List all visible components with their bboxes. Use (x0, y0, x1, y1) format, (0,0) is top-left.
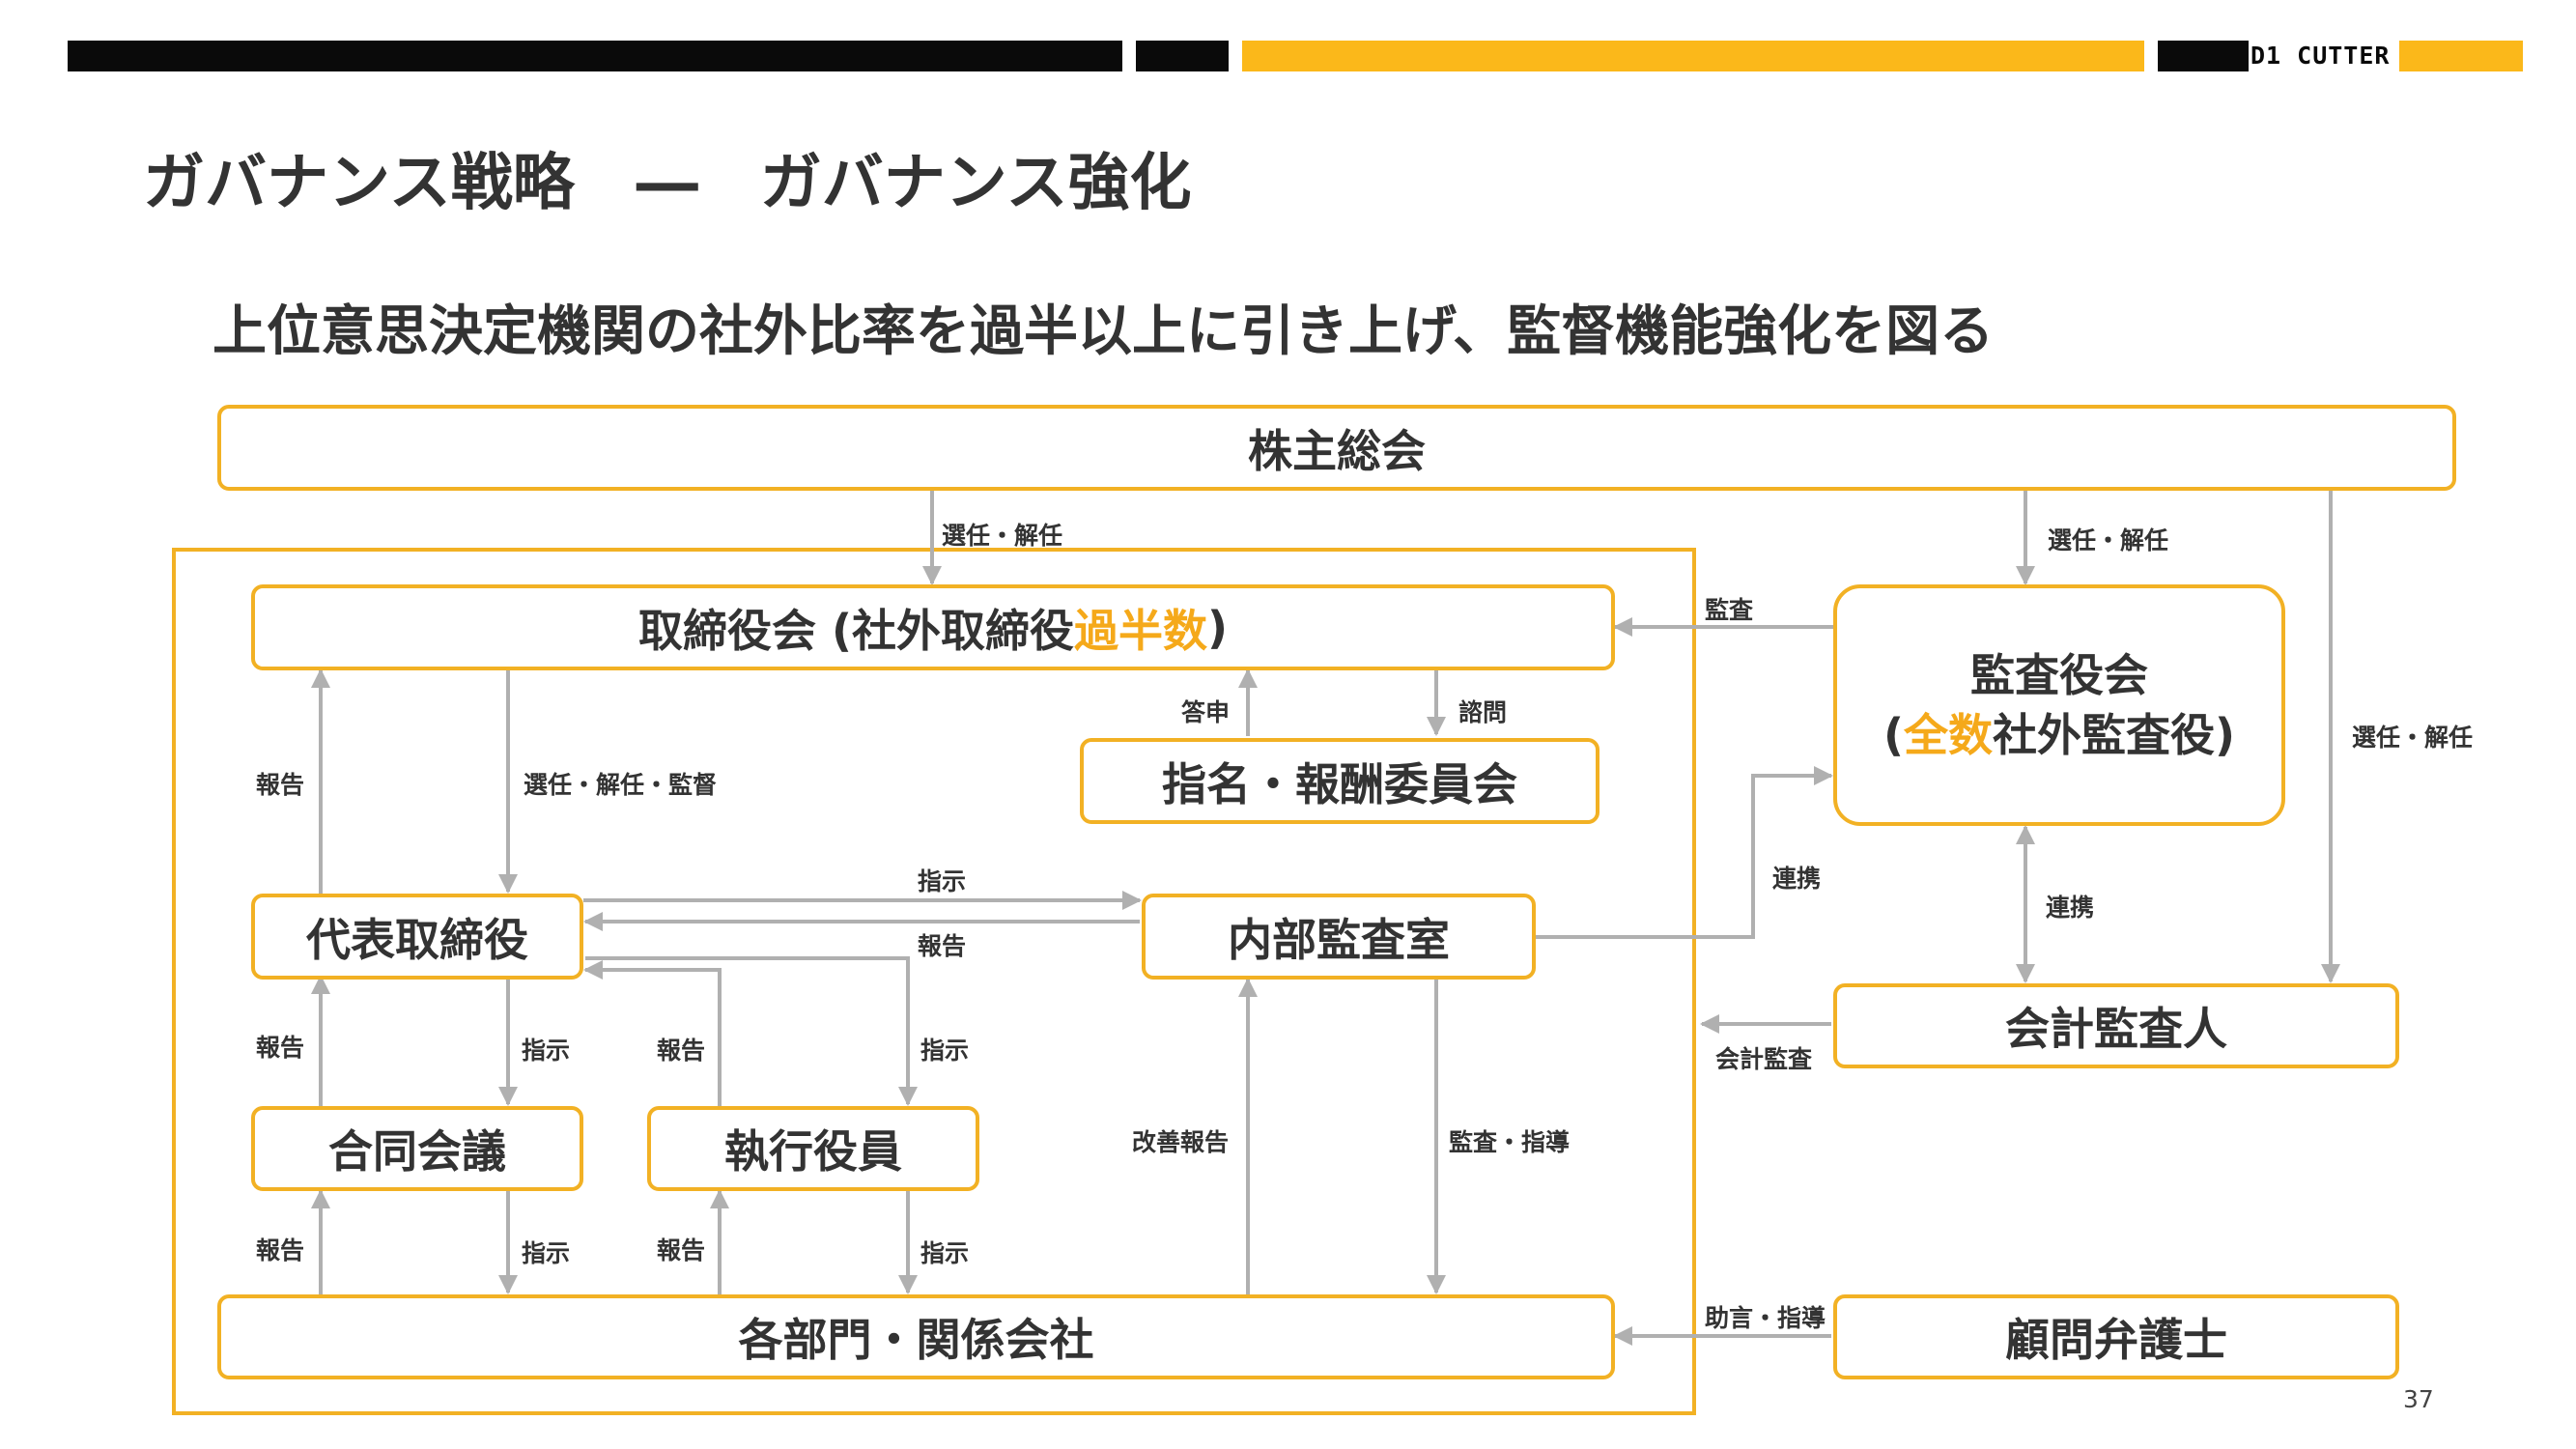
label-consult: 諮問 (1458, 698, 1508, 726)
label-elect-dismiss-supervise: 選任・解任・監督 (524, 771, 718, 799)
node-legal-counsel: 顧問弁護士 (1833, 1294, 2399, 1379)
node-officers: 執行役員 (647, 1106, 979, 1191)
header-bar-black-1 (68, 41, 1122, 71)
arrow-officers-ceo (583, 960, 722, 1106)
label-audit-guidance: 監査・指導 (1449, 1128, 1571, 1156)
auditors-line2: (全数社外監査役) (1882, 709, 2236, 761)
label-report-internal: 報告 (918, 932, 967, 960)
label-instruct-dept-officers: 指示 (920, 1239, 970, 1267)
node-joint-meeting: 合同会議 (251, 1106, 583, 1191)
label-coop-accounting: 連携 (2046, 894, 2095, 922)
header-bar-black-2 (1136, 41, 1229, 71)
label-elect-dismiss-accounting: 選任・解任 (2352, 724, 2474, 752)
label-elect-dismiss-board: 選任・解任 (942, 522, 1063, 550)
arrow-internal-auditors (1536, 766, 1833, 939)
label-report-dept-joint: 報告 (256, 1236, 305, 1264)
node-board: 取締役会 (社外取締役過半数) (251, 584, 1615, 670)
label-report-dept-officers: 報告 (657, 1236, 706, 1264)
label-accounting-audit: 会計監査 (1715, 1045, 1813, 1073)
label-instruct-joint: 指示 (522, 1037, 571, 1065)
node-nomination-committee: 指名・報酬委員会 (1080, 738, 1599, 824)
auditors-highlight: 全数 (1904, 709, 1993, 761)
node-departments: 各部門・関係会社 (217, 1294, 1615, 1379)
header-bar-gold-2 (2399, 41, 2523, 71)
label-report-board: 報告 (256, 771, 305, 799)
node-shareholders: 株主総会 (217, 405, 2456, 491)
label-audit: 監査 (1705, 596, 1754, 624)
label-report-officers: 報告 (657, 1037, 706, 1065)
label-instruct-officers: 指示 (920, 1037, 970, 1065)
label-advice-guidance: 助言・指導 (1705, 1304, 1826, 1332)
header-bar-black-3 (2158, 41, 2249, 71)
auditors-line1: 監査役会 (1970, 648, 2148, 701)
page-number: 37 (2403, 1385, 2434, 1413)
label-instruct-internal: 指示 (918, 867, 967, 895)
label-answer: 答申 (1181, 698, 1231, 726)
label-report-joint: 報告 (256, 1034, 305, 1062)
label-coop-internal: 連携 (1772, 865, 1822, 893)
header-bar-gold-1 (1242, 41, 2144, 71)
node-accounting-auditor: 会計監査人 (1833, 983, 2399, 1068)
board-label-close: ) (1207, 601, 1229, 654)
label-improve-report: 改善報告 (1132, 1128, 1230, 1156)
label-elect-dismiss-auditors: 選任・解任 (2048, 526, 2169, 554)
board-label: 取締役会 (社外取締役 (637, 604, 1074, 657)
label-instruct-dept-joint: 指示 (522, 1239, 571, 1267)
node-internal-audit: 内部監査室 (1142, 894, 1536, 980)
board-highlight: 過半数 (1074, 604, 1207, 657)
arrow-ceo-officers (585, 956, 918, 1106)
page-subtitle: 上位意思決定機関の社外比率を過半以上に引き上げ、監督機能強化を図る (212, 300, 1995, 363)
page-title: ガバナンス戦略 ― ガバナンス強化 (143, 148, 1192, 219)
node-auditors-board: 監査役会 (全数社外監査役) (1833, 584, 2285, 826)
node-ceo: 代表取締役 (251, 894, 583, 980)
brand-logo: D1 CUTTER (2250, 42, 2391, 70)
